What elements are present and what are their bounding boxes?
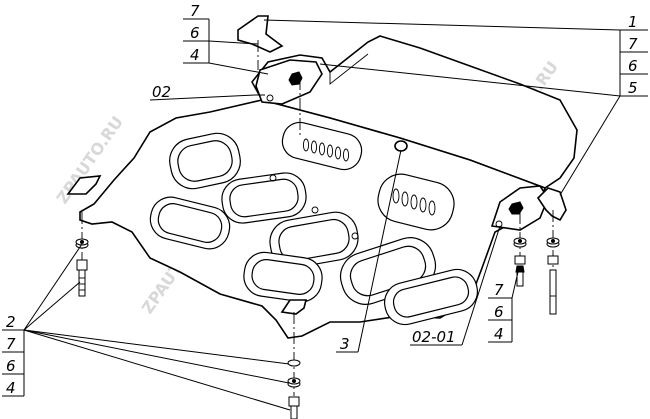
vent-holes xyxy=(302,138,436,216)
callout-tl: 7 6 4 xyxy=(190,2,200,64)
callout-tr-2: 7 xyxy=(628,35,638,53)
callout-bl-4: 4 xyxy=(6,379,16,397)
callout-02: 02 xyxy=(152,83,171,101)
callout-bl-1: 2 xyxy=(6,313,16,331)
callout-tr: 1 7 6 5 xyxy=(628,13,638,97)
fastener-right-1 xyxy=(513,237,527,287)
callout-bl-3: 6 xyxy=(6,357,16,375)
bracket-02 xyxy=(255,59,323,105)
callout-br-2: 6 xyxy=(494,303,504,321)
callout-tr-3: 6 xyxy=(628,57,638,75)
callout-bl-2: 7 xyxy=(6,335,16,353)
callout-tl-1: 7 xyxy=(190,2,200,20)
clip-left xyxy=(66,175,102,195)
callout-tr-1: 1 xyxy=(628,13,638,31)
callout-tr-4: 5 xyxy=(628,79,638,97)
fastener-right-2 xyxy=(546,237,560,315)
callout-3: 3 xyxy=(340,335,350,353)
leader-lines xyxy=(2,18,648,411)
callout-02-01: 02-01 xyxy=(412,328,456,346)
fastener-bottom xyxy=(287,359,301,419)
callout-br-3: 4 xyxy=(494,325,504,343)
callout-br: 7 6 4 xyxy=(494,281,504,343)
callout-br-1: 7 xyxy=(494,281,504,299)
fastener-left xyxy=(75,238,89,297)
callout-tl-3: 4 xyxy=(190,46,200,64)
top-clip xyxy=(237,15,284,53)
skid-plate xyxy=(79,35,578,339)
callout-bl: 2 7 6 4 xyxy=(6,313,16,397)
side-clip-right xyxy=(536,187,567,222)
callout-tl-2: 6 xyxy=(190,24,200,42)
